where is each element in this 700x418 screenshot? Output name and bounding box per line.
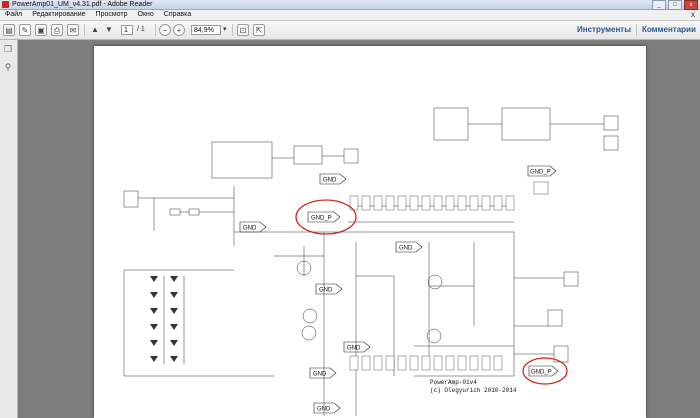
gnd-label: GND bbox=[395, 241, 423, 253]
gnd-label: GND bbox=[315, 283, 343, 295]
minimize-button[interactable]: _ bbox=[652, 0, 666, 10]
prev-page-icon[interactable]: ▲ bbox=[91, 25, 99, 34]
toolbar-separator bbox=[155, 24, 156, 36]
zoom-dropdown-icon[interactable]: ▾ bbox=[223, 26, 227, 33]
red-annotation-circle bbox=[295, 199, 357, 235]
footer-title: PowerAmp-01v4 bbox=[430, 379, 477, 386]
zoom-input[interactable]: 84,9% bbox=[191, 25, 221, 35]
window-title: PowerAmp01_UM_v4.31.pdf - Adobe Reader bbox=[12, 1, 153, 8]
gnd-label-text: GND bbox=[317, 407, 331, 413]
toolbar-separator bbox=[636, 24, 637, 36]
gnd-label: GND bbox=[239, 221, 267, 233]
circled-gnd-p-bottom: GND_P bbox=[522, 357, 568, 385]
gnd-label-text: GND bbox=[399, 246, 413, 252]
circled-gnd-p-top: GND_P bbox=[295, 199, 357, 235]
save-icon[interactable]: ▣ bbox=[35, 24, 47, 36]
window-titlebar: PowerAmp01_UM_v4.31.pdf - Adobe Reader _… bbox=[0, 0, 700, 10]
menu-view[interactable]: Просмотр bbox=[95, 11, 128, 18]
gnd-label-text: GND bbox=[319, 288, 333, 294]
navigation-sidebar: ❐ ⚲ bbox=[0, 40, 18, 418]
gnd-label-text: GND bbox=[347, 346, 361, 352]
toolbar-separator bbox=[84, 24, 85, 36]
gnd-p-label: GND_P bbox=[527, 165, 557, 177]
pages-icon[interactable]: ❐ bbox=[3, 44, 13, 54]
diode-column bbox=[150, 276, 178, 362]
close-document-icon[interactable]: x bbox=[691, 10, 695, 19]
gnd-label: GND bbox=[313, 402, 341, 414]
menu-help[interactable]: Справка bbox=[163, 11, 192, 18]
window-controls: _ □ x bbox=[652, 0, 698, 10]
toolbar-separator bbox=[232, 24, 233, 36]
circled-gnd-p-text: GND_P bbox=[311, 216, 332, 222]
fit-page-icon[interactable]: ⊡ bbox=[237, 24, 249, 36]
zoom-out-icon[interactable]: − bbox=[159, 24, 171, 36]
toolbar: ▤ ✎ ▣ ⎙ ✉ ▲ ▼ 1 / 1 − + 84,9% ▾ ⊡ ⇱ Инст… bbox=[0, 21, 700, 40]
gnd-label: GND bbox=[343, 341, 371, 353]
red-annotation-circle bbox=[522, 357, 568, 385]
email-icon[interactable]: ✉ bbox=[67, 24, 79, 36]
gnd-p-label-text: GND_P bbox=[530, 170, 551, 176]
circled-gnd-p-text: GND_P bbox=[531, 370, 552, 376]
print-icon[interactable]: ⎙ bbox=[51, 24, 63, 36]
document-viewer[interactable]: GND GND GND GND GND GND GND GND_P GND_P … bbox=[18, 40, 700, 418]
gnd-label-text: GND bbox=[323, 178, 337, 184]
page-number-input[interactable]: 1 bbox=[121, 25, 133, 35]
edit-icon[interactable]: ✎ bbox=[19, 24, 31, 36]
adobe-reader-icon bbox=[2, 1, 9, 8]
gnd-label-text: GND bbox=[313, 372, 327, 378]
gnd-label: GND bbox=[319, 173, 347, 185]
menu-bar: Файл Редактирование Просмотр Окно Справк… bbox=[0, 10, 700, 21]
gnd-labels: GND GND GND GND GND GND GND GND_P bbox=[239, 165, 557, 414]
comments-link[interactable]: Комментарии bbox=[642, 25, 696, 34]
schematic-wires bbox=[123, 107, 619, 416]
schematic-drawing: GND GND GND GND GND GND GND GND_P GND_P … bbox=[123, 107, 619, 416]
menu-file[interactable]: Файл bbox=[5, 11, 23, 18]
gnd-label: GND bbox=[309, 367, 337, 379]
next-page-icon[interactable]: ▼ bbox=[105, 25, 113, 34]
page-total: / 1 bbox=[137, 26, 145, 33]
schematic-footer: PowerAmp-01v4 (c) Olegyurich 2010-2014 bbox=[430, 379, 517, 394]
attachments-icon[interactable]: ⚲ bbox=[4, 62, 12, 72]
menu-window[interactable]: Окно bbox=[137, 11, 154, 18]
footer-copyright: (c) Olegyurich 2010-2014 bbox=[430, 387, 517, 394]
zoom-in-icon[interactable]: + bbox=[173, 24, 185, 36]
menu-edit[interactable]: Редактирование bbox=[32, 11, 86, 18]
close-window-button[interactable]: x bbox=[684, 0, 698, 10]
tools-link[interactable]: Инструменты bbox=[577, 25, 632, 34]
open-icon[interactable]: ▤ bbox=[3, 24, 15, 36]
resistor-array bbox=[349, 181, 549, 371]
pdf-page: GND GND GND GND GND GND GND GND_P GND_P … bbox=[94, 46, 646, 418]
fit-width-icon[interactable]: ⇱ bbox=[253, 24, 265, 36]
gnd-label-text: GND bbox=[243, 226, 257, 232]
maximize-button[interactable]: □ bbox=[668, 0, 682, 10]
